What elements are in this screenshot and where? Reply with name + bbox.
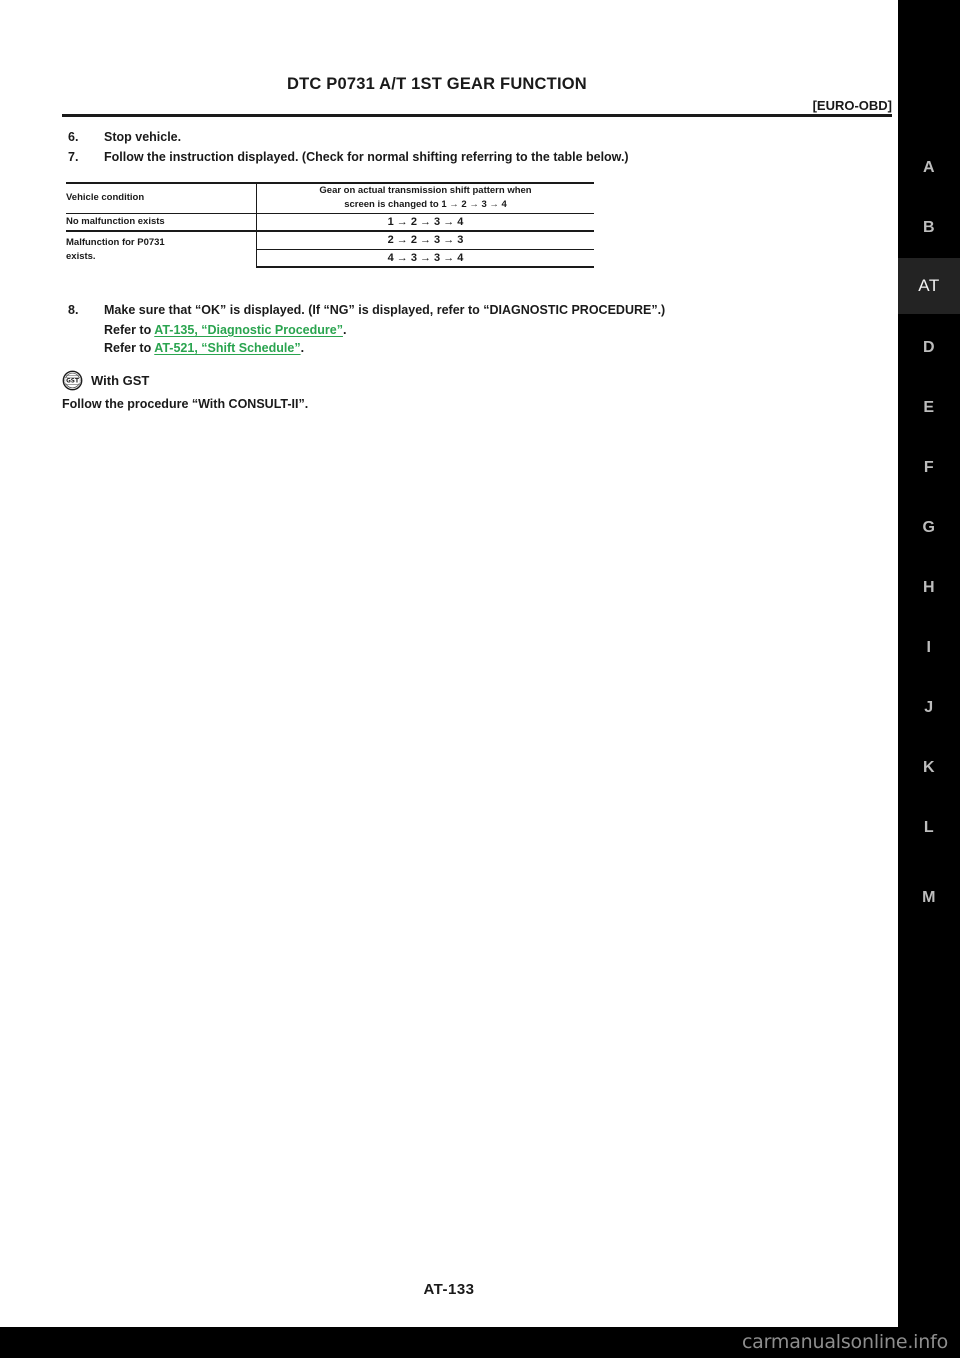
section-label: [EURO-OBD] [812, 98, 892, 113]
tab-e[interactable]: E [898, 380, 960, 436]
step-text: Make sure that “OK” is displayed. (If “N… [104, 303, 666, 317]
refer-label: Refer to [104, 323, 152, 337]
tab-a[interactable]: A [898, 140, 960, 196]
tab-f[interactable]: F [898, 440, 960, 496]
gst-icon: GST [62, 370, 83, 391]
tab-label: AT [918, 276, 940, 295]
tab-label: A [922, 159, 936, 176]
step-number: 6. [68, 130, 79, 144]
refer-label: Refer to [104, 341, 152, 355]
tab-b[interactable]: B [898, 200, 960, 256]
tab-label: L [923, 819, 935, 836]
procedure-step-8: 8. Make sure that “OK” is displayed. (If … [68, 303, 665, 317]
tab-label: B [922, 219, 936, 236]
row-value: 2 → 2 → 3 → 3 [256, 230, 594, 249]
table-row: Malfunction for P0731 exists. 2 → 2 → 3 … [66, 230, 594, 267]
page-number: AT-133 [423, 1281, 475, 1298]
refer-line-1: Refer to AT-135, “Diagnostic Procedure”. [104, 323, 346, 337]
tab-label: H [922, 579, 936, 596]
tab-k[interactable]: K [898, 740, 960, 796]
header-cell-gear: Gear on actual transmission shift patter… [256, 182, 594, 213]
tab-label: D [922, 339, 936, 356]
procedure-step-7: 7. Follow the instruction displayed. (Che… [68, 150, 629, 164]
table-header-row: Vehicle condition Gear on actual transmi… [66, 182, 594, 213]
header-cell-condition: Vehicle condition [66, 182, 257, 213]
step-text: Follow the instruction displayed. (Check… [104, 150, 629, 164]
tab-label: M [922, 889, 936, 906]
site-watermark: carmanualsonline.info [741, 1331, 948, 1353]
procedure-step-6: 6. Stop vehicle. [68, 130, 181, 144]
with-gst-body-text: Follow the procedure “With CONSULT-II”. [62, 397, 309, 411]
tab-label: E [923, 399, 935, 416]
refer-trailing-period: . [300, 341, 305, 355]
tab-d[interactable]: D [898, 320, 960, 376]
tab-label: F [923, 459, 935, 476]
section-tab-rail: A B AT D E F G H I J K L M [898, 0, 960, 1327]
tab-label: J [924, 699, 934, 716]
row-value: 4 → 3 → 3 → 4 [256, 248, 594, 268]
tab-m[interactable]: M [898, 870, 960, 926]
row-condition: Malfunction for P0731 exists. [66, 230, 257, 267]
tab-l[interactable]: L [898, 800, 960, 856]
with-gst-label: With GST [91, 373, 150, 388]
with-gst-block: GST With GST Follow the procedure “With … [62, 370, 308, 411]
tab-g[interactable]: G [898, 500, 960, 556]
step-text: Stop vehicle. [104, 130, 182, 144]
table-row: 4 → 3 → 3 → 4 [66, 248, 594, 268]
row-value: 1 → 2 → 3 → 4 [256, 212, 594, 231]
tab-at[interactable]: AT [898, 258, 960, 314]
tab-h[interactable]: H [898, 560, 960, 616]
refer-line-2: Refer to AT-521, “Shift Schedule”. [104, 341, 304, 355]
refer-trailing-period: . [342, 323, 347, 337]
table-row: No malfunction exists 1 → 2 → 3 → 4 [66, 212, 594, 231]
header-divider [62, 114, 892, 117]
with-gst-heading-row: GST With GST [62, 370, 308, 391]
header-gear-line-2: screen is changed to 1 → 2 → 3 → 4 [344, 199, 507, 211]
step-number: 7. [68, 150, 79, 164]
shift-pattern-table: Vehicle condition Gear on actual transmi… [66, 182, 594, 268]
tab-label: K [922, 759, 936, 776]
row-condition-line-2: exists. [66, 250, 96, 262]
tab-j[interactable]: J [898, 680, 960, 736]
tab-label: G [922, 519, 936, 536]
row-condition: No malfunction exists [66, 212, 257, 231]
header-gear-line-1: Gear on actual transmission shift patter… [319, 185, 532, 196]
link-shift-schedule[interactable]: AT-521, “Shift Schedule” [154, 341, 301, 355]
watermark-bar [0, 1327, 960, 1358]
link-diagnostic-procedure[interactable]: AT-135, “Diagnostic Procedure” [154, 323, 343, 337]
step-number: 8. [68, 303, 79, 317]
tab-label: I [926, 639, 932, 656]
svg-text:GST: GST [66, 378, 79, 384]
page-title: DTC P0731 A/T 1ST GEAR FUNCTION [287, 75, 587, 93]
tab-i[interactable]: I [898, 620, 960, 676]
row-condition-line-1: Malfunction for P0731 [66, 236, 165, 248]
